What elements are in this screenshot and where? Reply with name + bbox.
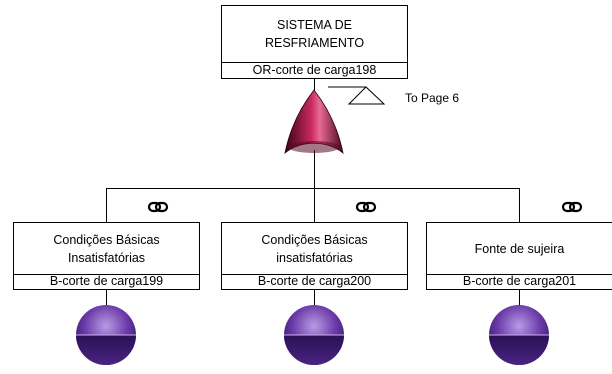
- link-icon[interactable]: [561, 201, 583, 213]
- event-title-2-line2: insatisfatórias: [276, 250, 353, 265]
- branch-connector-2: [314, 188, 315, 222]
- top-connector: [314, 150, 315, 188]
- or-gate-base: [288, 141, 340, 153]
- event-title-2: Condições Básicas insatisfatórias: [222, 223, 407, 275]
- basic-event-ball-1[interactable]: [76, 305, 136, 365]
- transfer-label: To Page 6: [405, 91, 460, 105]
- basic-event-box-2[interactable]: Condições Básicas insatisfatórias B-cort…: [221, 222, 408, 290]
- event-stem-3: [519, 290, 520, 306]
- basic-event-box-1[interactable]: Condições Básicas Insatisfatórias B-cort…: [13, 222, 200, 290]
- event-label-1: B-corte de carga199: [49, 274, 164, 288]
- top-event-stem: [314, 79, 315, 91]
- top-event-title: SISTEMA DE RESFRIAMENTO: [222, 6, 407, 63]
- event-title-3-line1: Fonte de sujeira: [474, 241, 565, 256]
- top-event-gate-label: OR-corte de carga198: [252, 63, 377, 77]
- branch-connector-3: [519, 188, 520, 222]
- top-event-title-line1: SISTEMA DE: [276, 18, 353, 32]
- transfer-triangle-icon[interactable]: [347, 86, 386, 105]
- top-event-box[interactable]: SISTEMA DE RESFRIAMENTO OR-corte de carg…: [221, 5, 408, 79]
- basic-event-box-3[interactable]: Fonte de sujeira B-corte de carga201: [426, 222, 612, 290]
- event-label-3: B-corte de carga201: [462, 274, 577, 288]
- top-event-title-line2: RESFRIAMENTO: [264, 36, 365, 50]
- event-title-1-line1: Condições Básicas: [53, 232, 160, 247]
- horizontal-bus: [106, 188, 520, 189]
- event-stem-1: [106, 290, 107, 306]
- event-label-2: B-corte de carga200: [257, 274, 372, 288]
- event-stem-2: [314, 290, 315, 306]
- branch-connector-1: [106, 188, 107, 222]
- basic-event-ball-3[interactable]: [489, 305, 549, 365]
- link-icon[interactable]: [355, 201, 377, 213]
- link-icon[interactable]: [147, 201, 169, 213]
- basic-event-ball-2[interactable]: [284, 305, 344, 365]
- event-title-2-line1: Condições Básicas: [261, 232, 368, 247]
- event-title-1-line2: Insatisfatórias: [67, 250, 146, 265]
- event-title-3: Fonte de sujeira: [427, 223, 612, 275]
- event-title-1: Condições Básicas Insatisfatórias: [14, 223, 199, 275]
